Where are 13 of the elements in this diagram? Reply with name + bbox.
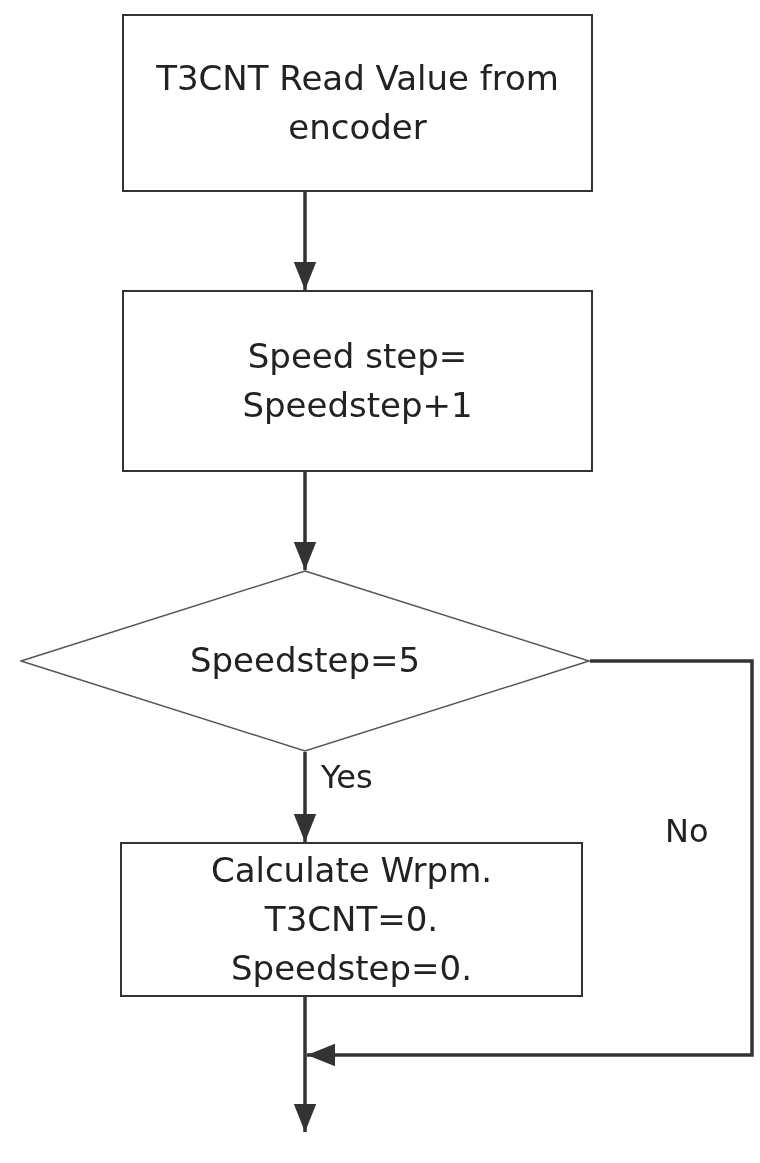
- process-box: [122, 14, 593, 192]
- arrow: [293, 752, 317, 842]
- process-box: [120, 842, 583, 997]
- arrow: [293, 997, 317, 1132]
- arrow: [293, 472, 317, 570]
- decision-diamond: [20, 570, 590, 752]
- node-text: Speed step= Speedstep+1: [241, 334, 474, 427]
- process-box: [122, 290, 593, 472]
- arrow: [307, 659, 754, 1067]
- arrow: [293, 192, 317, 290]
- node-text: Calculate Wrpm. T3CNT=0. Speedstep=0.: [209, 848, 494, 991]
- node-text: Speedstep=5: [189, 639, 421, 683]
- node-text: T3CNT Read Value from encoder: [155, 56, 560, 149]
